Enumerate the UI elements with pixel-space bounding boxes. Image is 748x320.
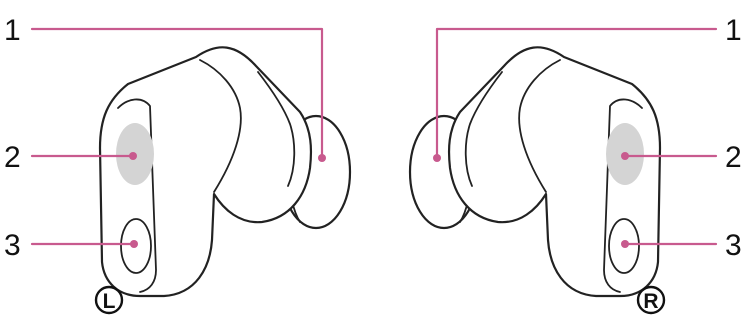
left-side-mark: L: [103, 290, 116, 313]
leader-dot-1-left: [318, 154, 326, 162]
right-side-mark: R: [643, 290, 658, 313]
leader-dot-2-left: [129, 152, 137, 160]
leader-dot-3-left: [130, 240, 138, 248]
left-earbud: L: [96, 47, 350, 313]
callout-3-left: 3: [4, 229, 21, 262]
callout-1-left: 1: [4, 14, 21, 47]
callout-2-left: 2: [4, 141, 21, 174]
callout-2-right: 2: [725, 141, 742, 174]
callout-1-right: 1: [725, 14, 742, 47]
callout-3-right: 3: [725, 229, 742, 262]
right-earbud: R: [410, 47, 664, 313]
leader-dot-2-right: [621, 152, 629, 160]
leader-dot-1-right: [433, 154, 441, 162]
leader-dot-3-right: [621, 240, 629, 248]
